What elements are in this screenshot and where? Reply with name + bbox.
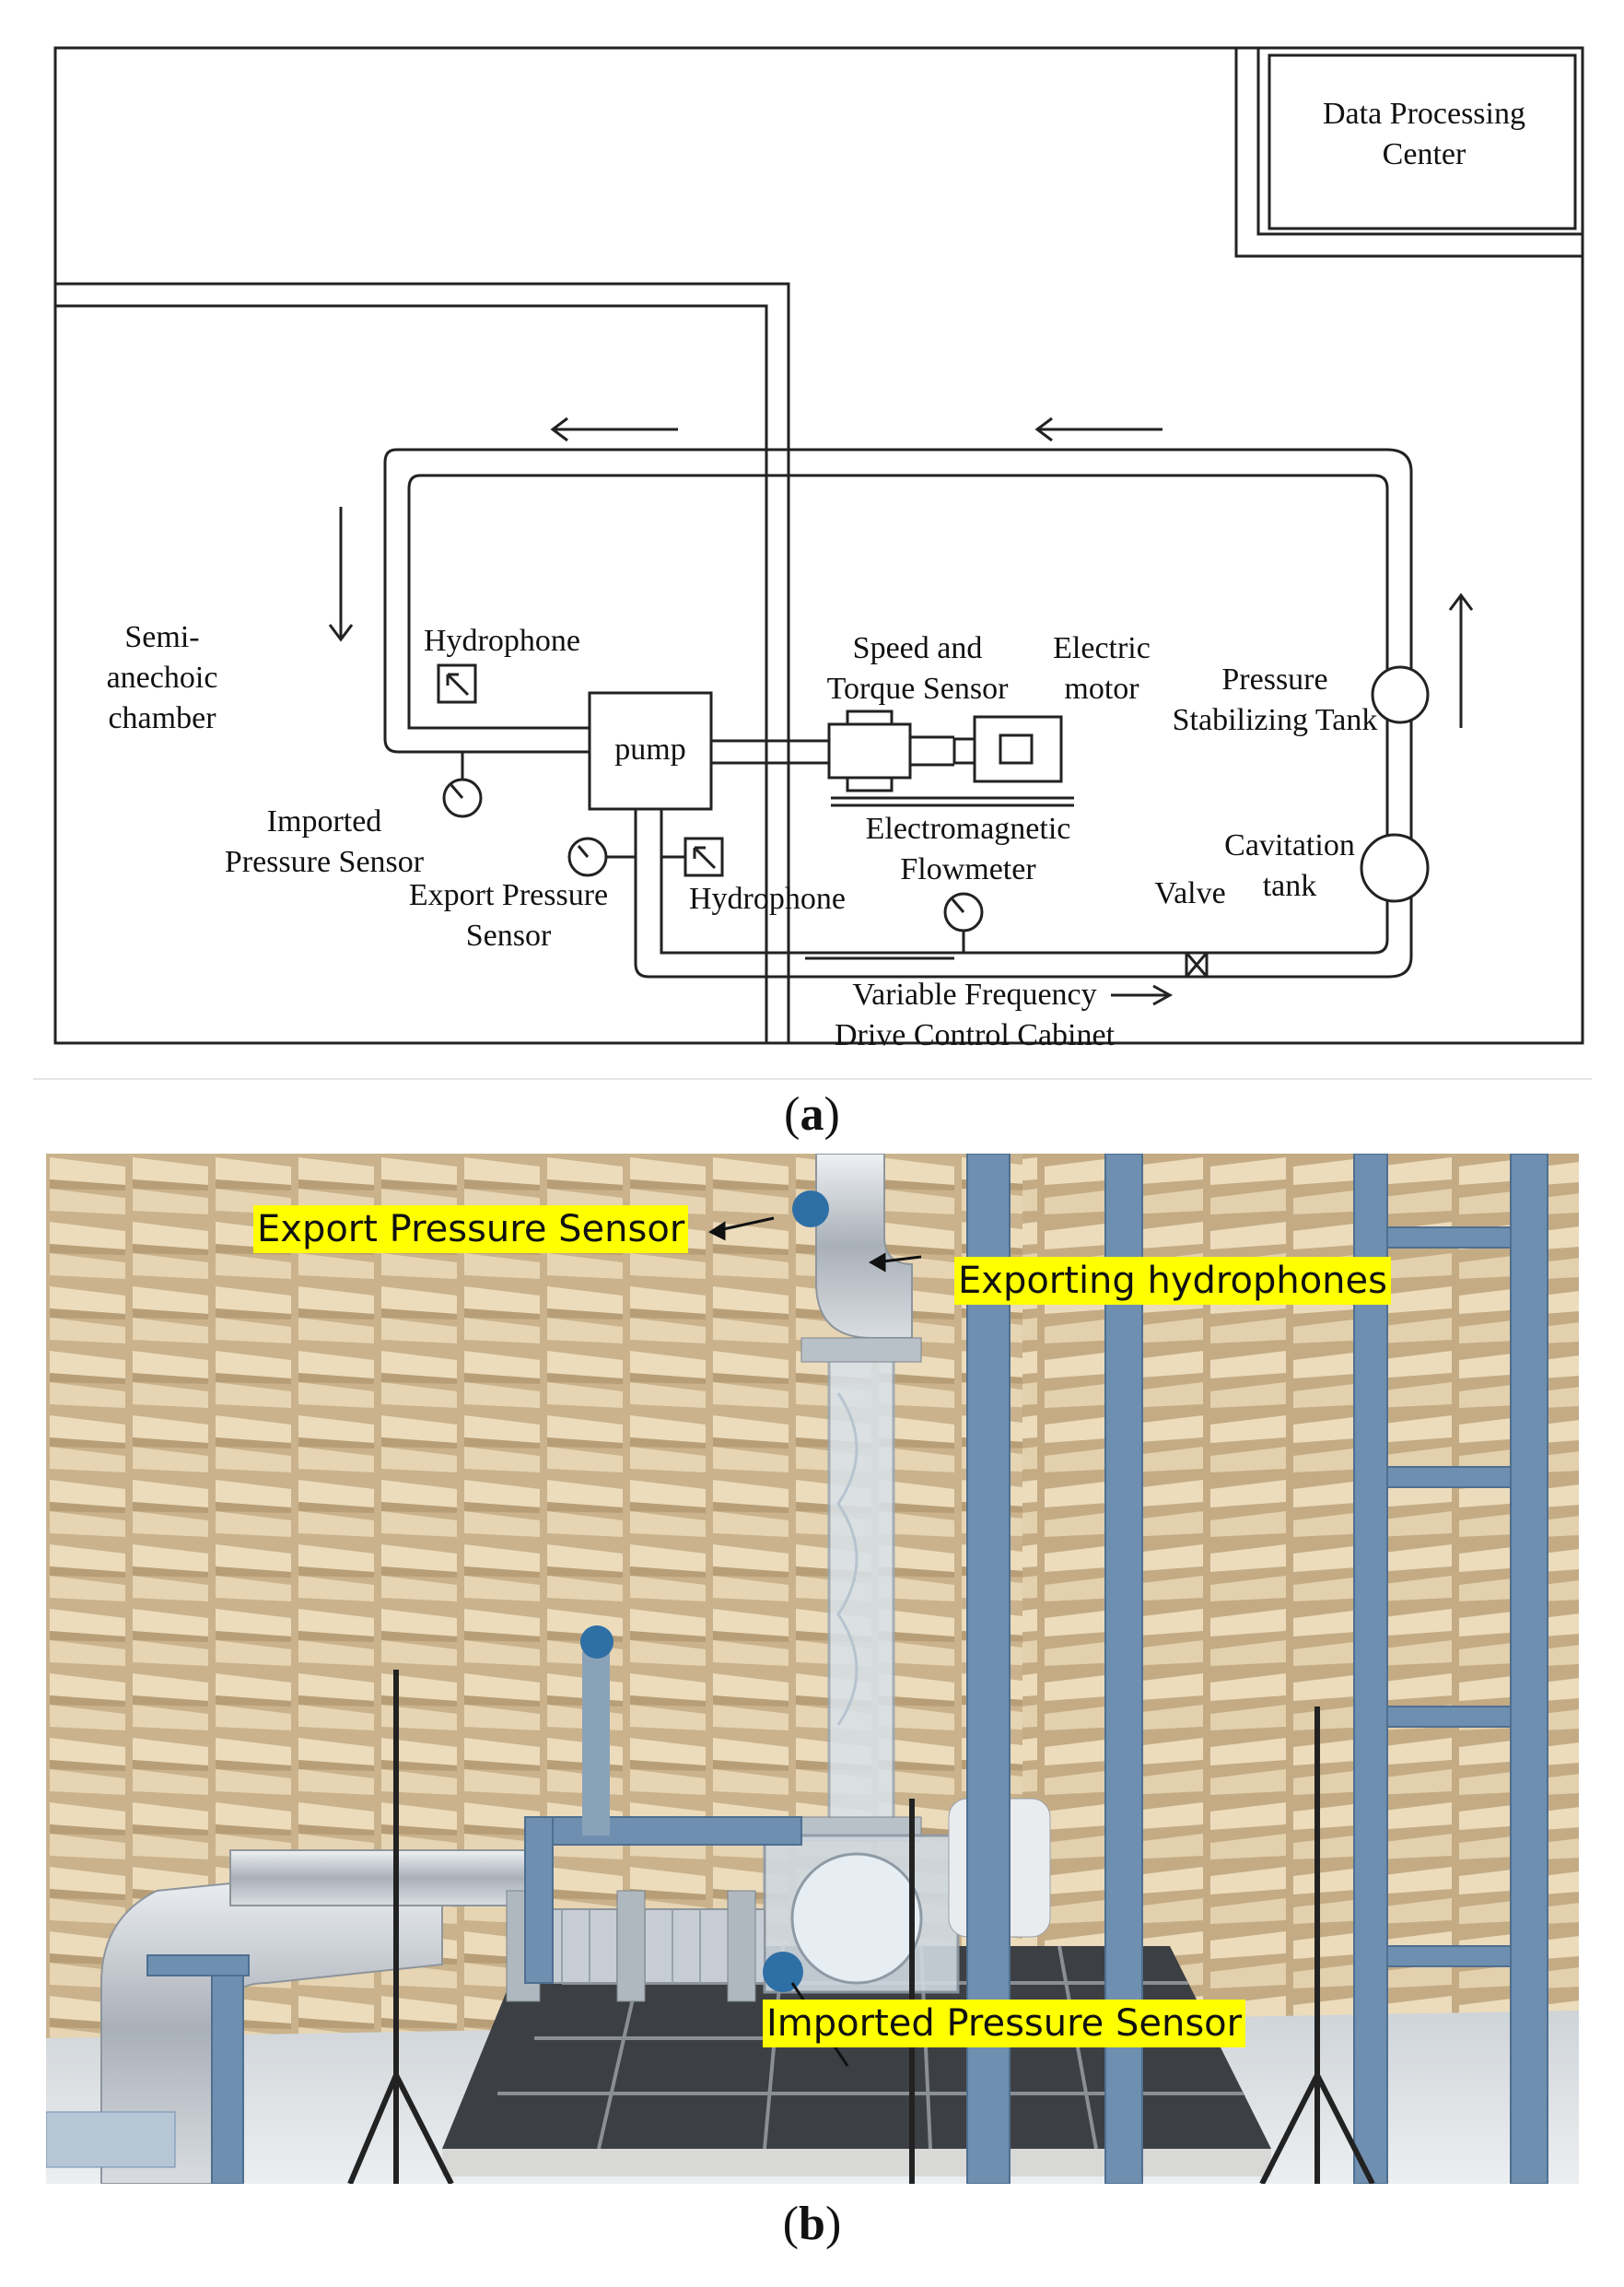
pressure-stabilizing-tank-symbol [1371, 665, 1430, 724]
pipe-left-inner [407, 474, 590, 730]
anechoic-chamber-photo: Export Pressure Sensor Exporting hydroph… [46, 1154, 1579, 2184]
tag-export-pressure-sensor: Export Pressure Sensor [253, 1205, 689, 1253]
tag-exporting-hydrophones: Exporting hydrophones [954, 1257, 1391, 1305]
schematic-lines [53, 46, 1584, 1045]
chamber-wall-outer [55, 282, 790, 1043]
label-hydrophone-bottom: Hydrophone [689, 882, 846, 916]
label-speed-torque-sensor: Speed and Torque Sensor [826, 631, 1009, 706]
torque-sensor-body [827, 722, 912, 780]
flow-arrow-left-1 [550, 416, 678, 442]
cavitation-tank-symbol [1360, 833, 1430, 903]
pipe-loop-inner [420, 474, 1389, 955]
label-pump: pump [614, 733, 686, 767]
export-sensor-head [792, 1190, 829, 1227]
imported-sensor-head [763, 1952, 803, 1992]
dpc-inner-wall [1256, 48, 1583, 236]
label-semi-anechoic-chamber: Semi- anechoic chamber [106, 620, 218, 735]
chamber-wall-inner [55, 304, 768, 1043]
label-export-pressure-sensor: Export Pressure Sensor [408, 878, 609, 953]
pump-box [588, 691, 713, 811]
outer-room-border [53, 46, 1584, 1045]
flow-arrow-left-2 [1034, 416, 1163, 442]
flow-arrow-down [328, 507, 354, 642]
label-electromagnetic-flowmeter: Electromagnetic Flowmeter [865, 812, 1071, 886]
imported-pressure-gauge [442, 778, 483, 818]
label-data-processing-center: Data Processing Center [1322, 97, 1525, 171]
label-hydrophone-top: Hydrophone [424, 624, 580, 658]
caption-b: (b) [782, 2198, 842, 2250]
data-processing-center-box [1268, 53, 1577, 230]
electric-motor-body [973, 715, 1063, 783]
dpc-outer-wall [1234, 48, 1583, 258]
tag-imported-pressure-sensor: Imported Pressure Sensor [763, 2000, 1246, 2047]
label-imported-pressure-sensor: Imported Pressure Sensor [224, 804, 425, 879]
label-valve: Valve [1154, 876, 1226, 910]
caption-a: (a) [784, 1088, 840, 1141]
torque-sensor-bottom-cap [846, 776, 894, 792]
flow-arrow-up [1448, 592, 1474, 728]
label-vfd-cabinet: Variable Frequency Drive Control Cabinet [834, 978, 1116, 1052]
hydrophone-top-symbol [437, 663, 477, 704]
valve-symbol [1185, 952, 1209, 978]
pipe-left-outer [383, 448, 590, 754]
label-cavitation-tank: Cavitation tank [1224, 828, 1355, 903]
torque-sensor-top-cap [846, 710, 894, 726]
pipe-loop-outer [396, 448, 1413, 979]
label-pressure-stabilizing-tank: Pressure Stabilizing Tank [1172, 663, 1378, 737]
schematic-panel-a: Data Processing Center Semi- anechoic ch… [33, 28, 1592, 1080]
label-electric-motor: Electric motor [1053, 631, 1151, 706]
